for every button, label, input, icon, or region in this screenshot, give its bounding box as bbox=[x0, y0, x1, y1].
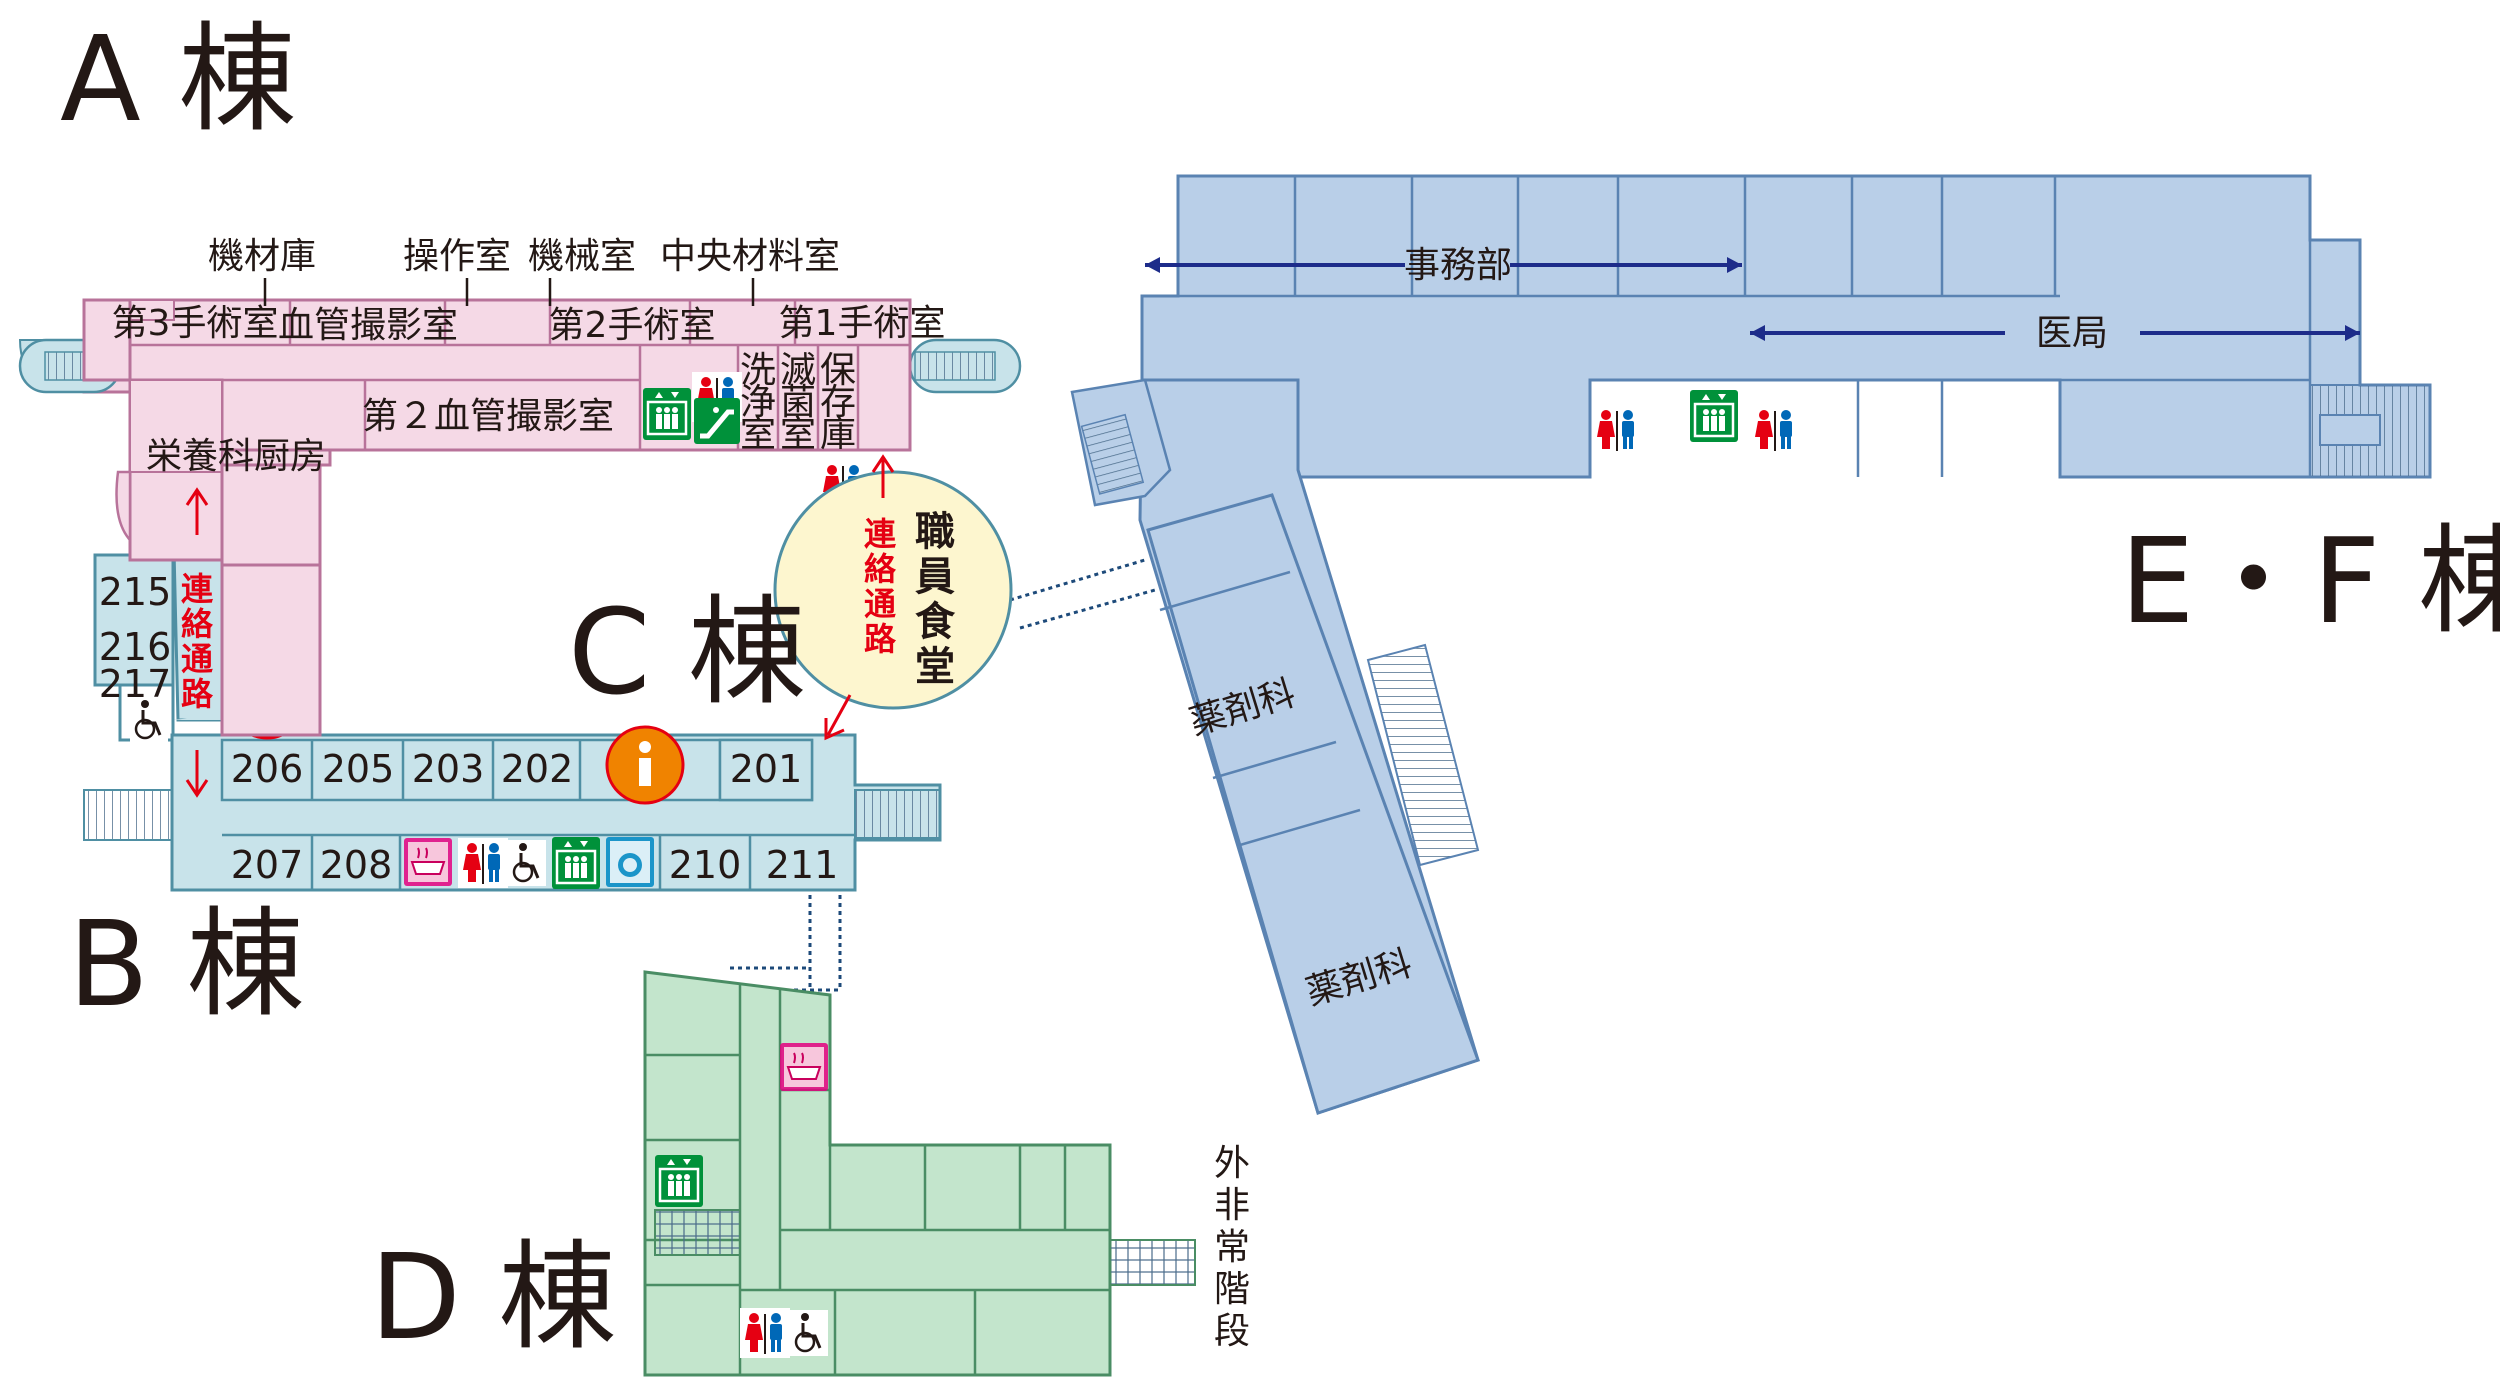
surgery-2-label: 第2手術室 bbox=[549, 305, 716, 346]
d-wing: 外 非 常 階 段 bbox=[643, 970, 1250, 1377]
corridor-label: 連 bbox=[181, 570, 214, 608]
elevator-icon bbox=[550, 835, 602, 891]
cafeteria-label: 職 bbox=[915, 509, 955, 555]
cafeteria-label: 員 bbox=[915, 554, 955, 600]
corridor-label: 絡 bbox=[181, 605, 214, 643]
cafeteria: 職 員 食 堂 連 絡 通 路 bbox=[773, 454, 1013, 741]
wash-room-label: 室 bbox=[740, 414, 776, 455]
elevator-icon bbox=[641, 386, 693, 442]
ef-wing: 事務部 医局 薬剤科 薬剤科 bbox=[1070, 174, 2432, 1115]
sterilization-room-label: 室 bbox=[780, 414, 816, 455]
room-203: 203 bbox=[412, 747, 485, 791]
cafeteria-label: 食 bbox=[915, 599, 956, 645]
room-217: 217 bbox=[99, 662, 172, 706]
room-202: 202 bbox=[501, 747, 574, 791]
storage-label: 庫 bbox=[820, 414, 856, 455]
surgery-1-label: 第1手術室 bbox=[779, 303, 946, 344]
wheelchair-icon bbox=[788, 1308, 830, 1358]
corridor-label: 連 bbox=[864, 515, 897, 553]
storage-label: 存 bbox=[820, 382, 856, 423]
corridor-label: 絡 bbox=[864, 550, 897, 588]
elevator-icon bbox=[1688, 388, 1740, 444]
room-216: 216 bbox=[99, 625, 172, 669]
wash-room-label: 洗 bbox=[740, 350, 776, 391]
wing-a-label: A 棟 bbox=[60, 10, 296, 148]
corridor-label: 路 bbox=[181, 675, 214, 713]
washing-machine-icon bbox=[606, 837, 654, 887]
wheelchair-icon bbox=[506, 838, 548, 888]
fire-escape-label: 段 bbox=[1214, 1311, 1250, 1352]
corridor-label: 路 bbox=[864, 620, 897, 658]
left-corridor: 連 絡 通 路 bbox=[181, 487, 214, 798]
restroom-icon bbox=[740, 1308, 790, 1358]
wing-ef-label: E・F 棟 bbox=[2120, 512, 2500, 650]
corridor-label: 通 bbox=[864, 585, 896, 623]
wash-room-label: 浄 bbox=[740, 382, 776, 423]
bath-icon bbox=[403, 837, 453, 887]
wing-c-label: C 棟 bbox=[568, 583, 806, 721]
surgery-3-label: 第3手術室 bbox=[112, 303, 279, 344]
bath-icon bbox=[779, 1042, 829, 1092]
restroom-icon bbox=[458, 838, 508, 888]
storage-label: 保 bbox=[820, 350, 856, 391]
cafeteria-label: 堂 bbox=[915, 644, 955, 690]
fire-escape-label: 常 bbox=[1214, 1227, 1250, 1268]
medical-office-label: 医局 bbox=[2036, 313, 2108, 354]
elevator-icon bbox=[653, 1153, 705, 1209]
escalator-icon bbox=[694, 398, 740, 444]
sterilization-room-label: 滅 bbox=[780, 350, 816, 391]
angiography-2-label: 第２血管撮影室 bbox=[362, 396, 614, 437]
corridor-label: 通 bbox=[181, 640, 213, 678]
room-205: 205 bbox=[322, 747, 395, 791]
room-211: 211 bbox=[766, 843, 839, 887]
equipment-storage-label: 機材庫 bbox=[208, 236, 316, 277]
restroom-icon bbox=[1592, 405, 1642, 455]
machine-room-label: 機械室 bbox=[528, 236, 636, 277]
sterilization-room-label: 菌 bbox=[780, 382, 816, 423]
room-210: 210 bbox=[669, 843, 742, 887]
room-206: 206 bbox=[231, 747, 304, 791]
a-wing: 機材庫 操作室 機械室 中央材料室 第3手術室 血管撮影室 第2手術室 第1手術… bbox=[18, 236, 1022, 737]
wing-b-label: B 棟 bbox=[68, 895, 304, 1033]
central-supply-label: 中央材料室 bbox=[660, 236, 840, 277]
fire-escape-label: 外 bbox=[1214, 1143, 1250, 1184]
restroom-icon bbox=[1750, 405, 1800, 455]
operation-room-label: 操作室 bbox=[403, 236, 511, 277]
fire-escape-label: 非 bbox=[1214, 1185, 1250, 1226]
room-207: 207 bbox=[231, 843, 304, 887]
nutrition-kitchen-label: 栄養科厨房 bbox=[146, 436, 326, 477]
fire-escape-label: 階 bbox=[1214, 1269, 1250, 1310]
info-icon[interactable] bbox=[605, 725, 685, 805]
room-215: 215 bbox=[99, 570, 172, 614]
wing-d-label: D 棟 bbox=[370, 1228, 616, 1366]
admin-label: 事務部 bbox=[1404, 245, 1512, 286]
angiography-label: 血管撮影室 bbox=[278, 305, 458, 346]
room-201: 201 bbox=[730, 747, 803, 791]
room-208: 208 bbox=[320, 843, 393, 887]
